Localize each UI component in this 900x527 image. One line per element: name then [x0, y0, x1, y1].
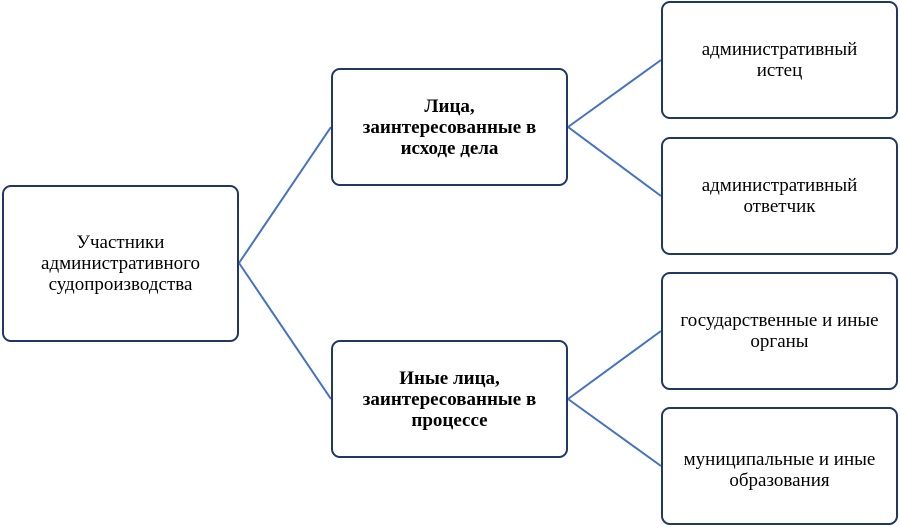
connector-branch-2-to-leaf-3	[567, 330, 662, 400]
leaf-node-label: муниципальные и иные образования	[683, 449, 876, 491]
connector-branch-1-to-leaf-2	[567, 126, 662, 197]
branch-node-other-persons: Иные лица, заинтересованные в процессе	[331, 340, 568, 458]
connector-root-to-branch-1	[238, 126, 332, 264]
leaf-node-municipal-entities: муниципальные и иные образования	[661, 407, 898, 525]
connector-branch-2-to-leaf-4	[567, 398, 662, 467]
root-node-label: Участники административного судопроизвод…	[41, 232, 200, 295]
connector-branch-1-to-leaf-1	[567, 59, 662, 128]
leaf-node-label: административный ответчик	[701, 175, 858, 217]
leaf-node-label: государственные и иные органы	[680, 310, 879, 352]
leaf-node-state-bodies: государственные и иные органы	[661, 272, 898, 390]
connector-root-to-branch-2	[238, 262, 332, 400]
branch-node-interested-persons: Лица, заинтересованные в исходе дела	[331, 68, 568, 186]
branch-node-label: Иные лица, заинтересованные в процессе	[362, 367, 537, 431]
branch-node-label: Лица, заинтересованные в исходе дела	[362, 95, 537, 159]
root-node: Участники административного судопроизвод…	[2, 185, 239, 342]
leaf-node-defendant: административный ответчик	[661, 137, 898, 255]
leaf-node-label: административный истец	[701, 39, 858, 81]
leaf-node-plaintiff: административный истец	[661, 1, 898, 119]
